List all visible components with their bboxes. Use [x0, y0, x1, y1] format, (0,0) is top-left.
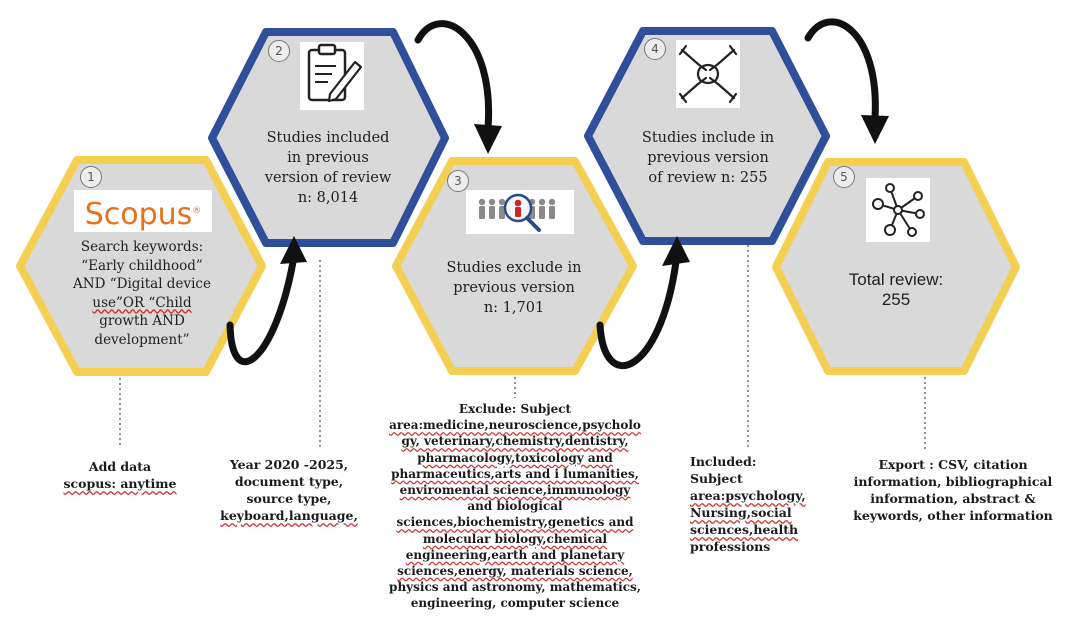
- step-3-text: Studies exclude in previous version n: 1…: [446, 260, 582, 316]
- step-number-4: 4: [644, 38, 666, 60]
- step-4-text: Studies include in previous version of r…: [641, 130, 775, 186]
- arrow-2-to-3: [414, 20, 502, 154]
- step-number-2: 2: [268, 40, 290, 62]
- step-number-5: 5: [833, 166, 855, 188]
- arrow-4-to-5: [804, 18, 889, 144]
- note-add-data: Add data scopus: anytime: [63, 459, 177, 491]
- note-export: Export : CSV, citation information, bibl…: [853, 457, 1053, 523]
- step-1-text: Search keywords: “Early childhood” AND “…: [73, 239, 211, 348]
- note-exclude-subjects: Exclude: Subject area:medicine,neuroscie…: [389, 402, 641, 611]
- scopus-logo: Scopus®: [74, 190, 212, 232]
- people-magnifier-icon: [466, 190, 574, 234]
- hexagon-step-5: [772, 158, 1020, 375]
- step-5-text: Total review: 255: [848, 270, 944, 309]
- hexagon-step-4: [584, 27, 830, 245]
- network-nodes-icon: [866, 178, 930, 242]
- arrow-3-to-4: [596, 236, 690, 370]
- step-number-1: 1: [80, 166, 102, 188]
- clipboard-pencil-icon: [300, 42, 364, 110]
- hands-together-icon: [676, 40, 740, 108]
- arrow-1-to-2: [226, 236, 307, 366]
- note-included-subjects: Included: Subject area:psychology, Nursi…: [690, 454, 806, 554]
- note-year-filters: Year 2020 -2025, document type, source t…: [220, 457, 358, 523]
- step-2-text: Studies included in previous version of …: [264, 130, 392, 206]
- hexagon-step-2: [208, 28, 449, 247]
- step-number-3: 3: [447, 170, 469, 192]
